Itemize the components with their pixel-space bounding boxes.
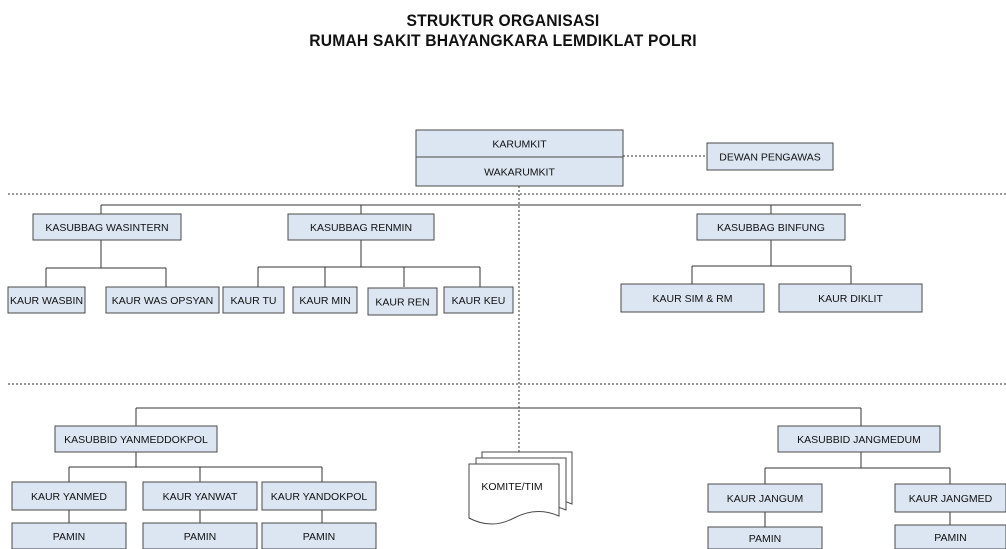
- kaur-tu-label: KAUR TU: [231, 295, 277, 307]
- wakarumkit-box: [415, 156, 624, 187]
- pamin-yandokpol-box: [261, 522, 377, 549]
- pamin-jangmed-box: [894, 524, 1006, 549]
- kaur-yanmed-box: [11, 481, 127, 511]
- pamin-yanmed-label: PAMIN: [53, 531, 85, 543]
- kaur-wasbin-box: [7, 286, 86, 314]
- komite-tim-label: KOMITE/TIM: [481, 481, 542, 493]
- kaur-min-box: [292, 286, 358, 314]
- pamin-jangum-box: [707, 526, 823, 549]
- pamin-yanmed-box: [11, 522, 127, 549]
- kasubbag-wasintern-label: KASUBBAG WASINTERN: [45, 222, 168, 234]
- kaur-was-opsyan-label: KAUR WAS OPSYAN: [112, 295, 214, 307]
- chart-title-line-2: RUMAH SAKIT BHAYANGKARA LEMDIKLAT POLRI: [309, 31, 697, 50]
- kaur-yanwat-box: [142, 481, 258, 511]
- kaur-jangmed-label: KAUR JANGMED: [909, 493, 993, 505]
- kaur-keu-label: KAUR KEU: [452, 295, 506, 307]
- kasubbid-yanmeddokpol-label: KASUBBID YANMEDDOKPOL: [64, 434, 208, 446]
- wakarumkit-label: WAKARUMKIT: [484, 167, 555, 179]
- komite-doc-front: [468, 463, 560, 525]
- kaur-sim-rm-box: [620, 283, 765, 313]
- kaur-min-label: KAUR MIN: [299, 295, 350, 307]
- chart-title-line-1: STRUKTUR ORGANISASI: [406, 11, 600, 30]
- kasubbag-binfung-box: [696, 213, 846, 241]
- karumkit-label: KARUMKIT: [492, 139, 547, 151]
- kaur-tu-box: [222, 286, 285, 314]
- kaur-diklit-label: KAUR DIKLIT: [818, 293, 883, 305]
- pamin-yanwat-box: [142, 522, 258, 549]
- kaur-yanwat-label: KAUR YANWAT: [163, 491, 238, 503]
- kaur-sim-rm-label: KAUR SIM & RM: [653, 293, 733, 305]
- kasubbag-wasintern-box: [32, 213, 182, 241]
- kaur-yanmed-label: KAUR YANMED: [31, 491, 107, 503]
- kaur-yandokpol-label: KAUR YANDOKPOL: [271, 491, 368, 503]
- kasubbid-yanmeddokpol-box: [54, 425, 218, 453]
- kaur-jangum-box: [707, 483, 823, 513]
- pamin-jangum-label: PAMIN: [749, 533, 781, 545]
- pamin-jangmed-label: PAMIN: [934, 532, 966, 544]
- kaur-keu-box: [443, 286, 514, 314]
- pamin-yandokpol-label: PAMIN: [303, 531, 335, 543]
- dewan-pengawas-label: DEWAN PENGAWAS: [719, 152, 821, 164]
- kaur-jangmed-box: [894, 483, 1006, 513]
- kasubbid-jangmedum-label: KASUBBID JANGMEDUM: [797, 434, 921, 446]
- karumkit-box: [415, 129, 624, 158]
- kasubbag-renmin-label: KASUBBAG RENMIN: [310, 222, 412, 234]
- kaur-jangum-label: KAUR JANGUM: [727, 493, 803, 505]
- kaur-ren-box: [367, 287, 438, 316]
- kasubbag-renmin-box: [287, 213, 435, 241]
- kaur-yandokpol-box: [261, 481, 377, 511]
- kaur-ren-label: KAUR REN: [375, 297, 429, 309]
- kaur-was-opsyan-box: [105, 286, 220, 314]
- pamin-yanwat-label: PAMIN: [184, 531, 216, 543]
- kasubbag-binfung-label: KASUBBAG BINFUNG: [717, 222, 825, 234]
- kaur-diklit-box: [778, 283, 923, 313]
- kasubbid-jangmedum-box: [777, 425, 941, 453]
- dewan-pengawas-box: [706, 142, 834, 171]
- kaur-wasbin-label: KAUR WASBIN: [10, 295, 83, 307]
